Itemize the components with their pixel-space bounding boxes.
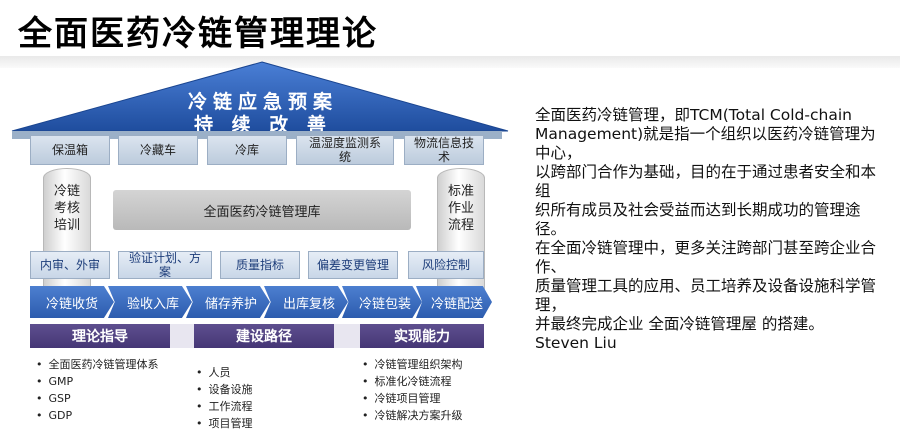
list-item: GMP	[36, 373, 159, 390]
mid-box-audit: 内审、外审	[30, 251, 110, 279]
right-pillar-line: 作业	[447, 201, 474, 216]
top-box-insulated-box: 保温箱	[30, 135, 110, 165]
list-item: 冷链解决方案升级	[362, 407, 463, 424]
description-paragraph: 全面医药冷链管理，即TCM(Total Cold-chain Managemen…	[535, 106, 876, 162]
process-step-delivery: 冷链配送	[416, 286, 492, 318]
description-paragraph: 并最终完成企业 全面冷链管理屋 的搭建。	[535, 315, 824, 333]
list-item: 工作流程	[196, 398, 253, 415]
list-item: 全面医药冷链管理体系	[36, 356, 159, 373]
mid-box-deviation-change: 偏差变更管理	[308, 251, 398, 279]
list-item: 冷链管理组织架构	[362, 356, 463, 373]
description-text: 全面医药冷链管理，即TCM(Total Cold-chain Managemen…	[535, 106, 887, 353]
top-box-cold-storage: 冷库	[207, 135, 287, 165]
left-pillar-line: 冷链	[53, 184, 80, 199]
list-item: 项目管理	[196, 415, 253, 432]
mid-box-validation: 验证计划、方案	[118, 251, 212, 279]
page-title: 全面医药冷链管理理论	[18, 14, 378, 54]
top-box-refrigerated-truck: 冷藏车	[118, 135, 198, 165]
right-pillar-line: 标准	[447, 184, 474, 199]
mid-box-risk-control: 风险控制	[408, 251, 484, 279]
process-step-receiving: 冷链收货	[30, 286, 114, 318]
category-theory: 理论指导	[30, 324, 170, 348]
top-box-monitoring-system: 温湿度监测系统	[296, 135, 394, 165]
left-pillar-line: 考核	[53, 201, 80, 216]
roof-title-line2: 持 续 改 善	[194, 114, 332, 136]
category-path: 建设路径	[194, 324, 334, 348]
description-paragraph: 以跨部门合作为基础，目的在于通过患者安全和本组	[535, 163, 877, 200]
process-step-outbound-check: 出库复核	[264, 286, 348, 318]
roof-title-line1: 冷链应急预案	[187, 91, 338, 113]
top-box-logistics-it: 物流信息技术	[404, 135, 484, 165]
list-item: 设备设施	[196, 381, 253, 398]
capability-list: 冷链管理组织架构 标准化冷链流程 冷链项目管理 冷链解决方案升级	[362, 356, 463, 424]
cold-chain-house-diagram: 冷链应急预案 持 续 改 善 保温箱 冷藏车 冷库 温湿度监测系统 物流信息技术…	[0, 60, 520, 437]
path-list: 人员 设备设施 工作流程 项目管理	[196, 364, 253, 432]
list-item: GDP	[36, 407, 159, 424]
author-name: Steven Liu	[535, 334, 617, 352]
list-item: 冷链项目管理	[362, 390, 463, 407]
list-item: GSP	[36, 390, 159, 407]
list-item: 标准化冷链流程	[362, 373, 463, 390]
central-label-bar: 全面医药冷链管理库	[113, 190, 411, 230]
left-pillar-line: 培训	[53, 218, 80, 233]
category-capability: 实现能力	[360, 324, 484, 348]
list-item: 人员	[196, 364, 253, 381]
process-step-inbound: 验收入库	[108, 286, 192, 318]
description-paragraph: 织所有成员及社会受益而达到长期成功的管理途径。	[535, 201, 861, 238]
description-paragraph: 质量管理工具的应用、员工培养及设备设施科学管理，	[535, 277, 877, 314]
right-pillar-line: 流程	[447, 218, 474, 233]
process-step-storage: 储存养护	[186, 286, 270, 318]
mid-box-quality-indicator: 质量指标	[220, 251, 300, 279]
process-step-packaging: 冷链包装	[342, 286, 422, 318]
title-underline-bar	[0, 56, 900, 68]
theory-list: 全面医药冷链管理体系 GMP GSP GDP	[36, 356, 159, 424]
description-paragraph: 在全面冷链管理中，更多关注跨部门甚至跨企业合作、	[535, 239, 877, 276]
